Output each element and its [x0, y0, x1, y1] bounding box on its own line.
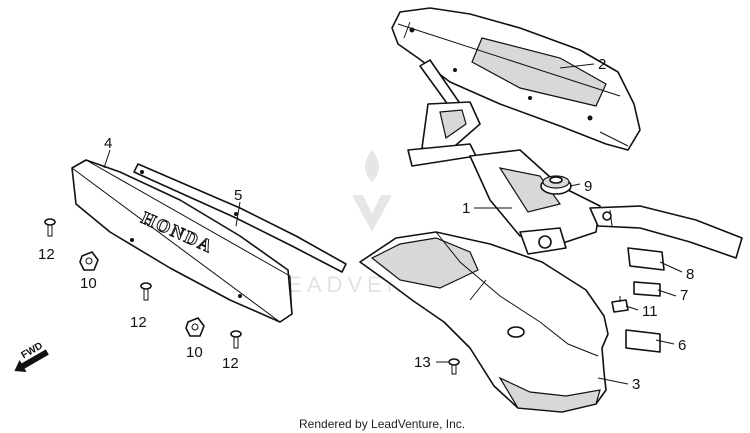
callout-11: 11	[642, 303, 658, 320]
clip[interactable]	[611, 296, 629, 313]
callout-7: 7	[680, 287, 688, 304]
frame-bracket[interactable]	[407, 59, 743, 259]
screw[interactable]	[44, 218, 56, 237]
credit-text: Rendered by LeadVenture, Inc.	[299, 417, 465, 431]
label-pad[interactable]	[625, 329, 661, 353]
callout-3: 3	[632, 376, 640, 393]
upper-cover[interactable]	[391, 7, 641, 151]
callout-12b: 12	[130, 314, 147, 331]
callout-10b: 10	[186, 344, 203, 361]
callout-1: 1	[462, 200, 470, 217]
small-pad[interactable]	[633, 281, 661, 297]
screw[interactable]	[230, 330, 242, 349]
reflector-pad[interactable]	[627, 247, 665, 271]
leader-lines	[103, 63, 683, 385]
grommet[interactable]	[540, 175, 572, 195]
callout-12: 12	[38, 246, 55, 263]
callout-9: 9	[584, 178, 592, 195]
callout-8: 8	[686, 266, 694, 283]
callout-13: 13	[414, 354, 431, 371]
callouts: 1 2 3 4 5 6 7 8 9 10 10 11 12 12 12 13	[38, 56, 694, 393]
callout-6: 6	[678, 337, 686, 354]
fwd-arrow: FWD	[14, 340, 49, 373]
nut[interactable]	[185, 317, 205, 337]
lower-cover[interactable]	[359, 231, 609, 413]
screw[interactable]	[448, 358, 460, 375]
trim-strip[interactable]	[133, 163, 347, 273]
screw[interactable]	[140, 282, 152, 301]
front-panel[interactable]: HONDA	[71, 159, 293, 323]
callout-2: 2	[598, 56, 606, 73]
callout-10: 10	[80, 275, 97, 292]
nut[interactable]	[79, 251, 99, 271]
callout-5: 5	[234, 187, 242, 204]
callout-4: 4	[104, 135, 112, 152]
callout-12c: 12	[222, 355, 239, 372]
